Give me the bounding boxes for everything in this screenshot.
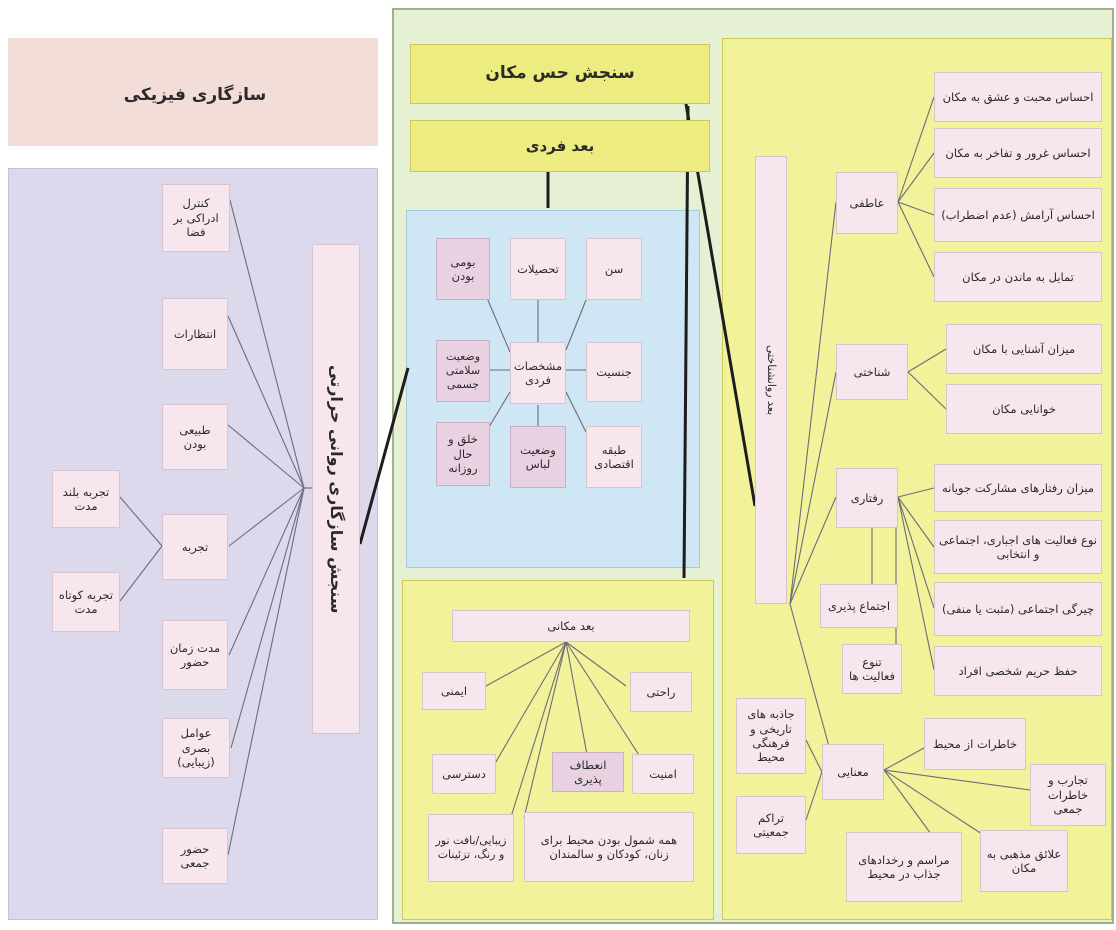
thermal-item-collective-presence: حضور جمعی: [162, 828, 228, 884]
semantic-memories: خاطرات از محیط: [924, 718, 1026, 770]
place-title: سنجش حس مکان: [410, 44, 710, 104]
psych-title-text: بعد روانشناختی: [764, 344, 778, 416]
behavioral-social-dominance: چیرگی اجتماعی (مثبت یا منفی): [934, 582, 1102, 636]
behavioral-sociability: اجتماع پذیری: [820, 584, 898, 628]
psych-semantic: معنایی: [822, 744, 884, 800]
behavioral-privacy: حفظ حریم شخصی افراد: [934, 646, 1102, 696]
individual-clothing: وضعیت لباس: [510, 426, 566, 488]
semantic-left-attractions: جاذبه های تاریخی و فرهنگی محیط: [736, 698, 806, 774]
thermal-title-text: سنجش سازگاری روانی حرارتی: [327, 364, 346, 614]
experience-long-term: تجربه بلند مدت: [52, 470, 120, 528]
semantic-left-density: تراکم جمعیتی: [736, 796, 806, 854]
spatial-title: بعد مکانی: [452, 610, 690, 642]
spatial-accessibility: دسترسی: [432, 754, 496, 794]
individual-center: مشخصات فردی: [510, 342, 566, 404]
spatial-safety: ایمنی: [422, 672, 486, 710]
individual-health: وضعیت سلامتی جسمی: [436, 340, 490, 402]
cognitive-familiarity: میزان آشنایی با مکان: [946, 324, 1102, 374]
thermal-item-naturalness: طبیعی بودن: [162, 404, 228, 470]
individual-native: بومی بودن: [436, 238, 490, 300]
physical-adaptation-title: سازگاری فیزیکی: [123, 85, 267, 106]
thermal-item-visual-factors: عوامل بصری (زیبایی): [162, 718, 230, 778]
individual-gender: جنسیت: [586, 342, 642, 402]
spatial-comfort: راحتی: [630, 672, 692, 712]
thermal-item-duration: مدت زمان حضور: [162, 620, 228, 690]
individual-age: سن: [586, 238, 642, 300]
individual-economic-class: طبقه اقتصادی: [586, 426, 642, 488]
thermal-item-experience: تجربه: [162, 514, 228, 580]
spatial-inclusivity: همه شمول بودن محیط برای زنان، کودکان و س…: [524, 812, 694, 882]
semantic-religious: علائق مذهبی به مکان: [980, 830, 1068, 892]
individual-mood: خلق و حال روزانه: [436, 422, 490, 486]
psych-emotional: عاطفی: [836, 172, 898, 234]
individual-title: بعد فردی: [410, 120, 710, 172]
emotional-pride: احساس غرور و تفاخر به مکان: [934, 128, 1102, 178]
psych-cognitive: شناختی: [836, 344, 908, 400]
thermal-title: سنجش سازگاری روانی حرارتی: [312, 244, 360, 734]
physical-header-panel: [8, 38, 378, 146]
thermal-item-expectations: انتظارات: [162, 298, 228, 370]
thermal-item-perceived-control: کنترل ادراکی بر فضا: [162, 184, 230, 252]
behavioral-activity-types: نوع فعالیت های اجباری، اجتماعی و انتخابی: [934, 520, 1102, 574]
emotional-stay: تمایل به ماندن در مکان: [934, 252, 1102, 302]
semantic-ceremonies: مراسم و رخدادهای جذاب در محیط: [846, 832, 962, 902]
psych-title: بعد روانشناختی: [755, 156, 787, 604]
behavioral-activity-variety: تنوع فعالیت ها: [842, 644, 902, 694]
emotional-calm: احساس آرامش (عدم اضطراب): [934, 188, 1102, 242]
semantic-collective-memories: تجارب و خاطرات جمعی: [1030, 764, 1106, 826]
individual-education: تحصیلات: [510, 238, 566, 300]
spatial-flexibility: انعطاف پذیری: [552, 752, 624, 792]
spatial-security: امنیت: [632, 754, 694, 794]
cognitive-legibility: خوانایی مکان: [946, 384, 1102, 434]
experience-short-term: تجربه کوتاه مدت: [52, 572, 120, 632]
emotional-love: احساس محبت و عشق به مکان: [934, 72, 1102, 122]
spatial-aesthetics: زیبایی/بافت نور و رنگ، تزئینات: [428, 814, 514, 882]
psych-behavioral: رفتاری: [836, 468, 898, 528]
behavioral-participation: میزان رفتارهای مشارکت جویانه: [934, 464, 1102, 512]
